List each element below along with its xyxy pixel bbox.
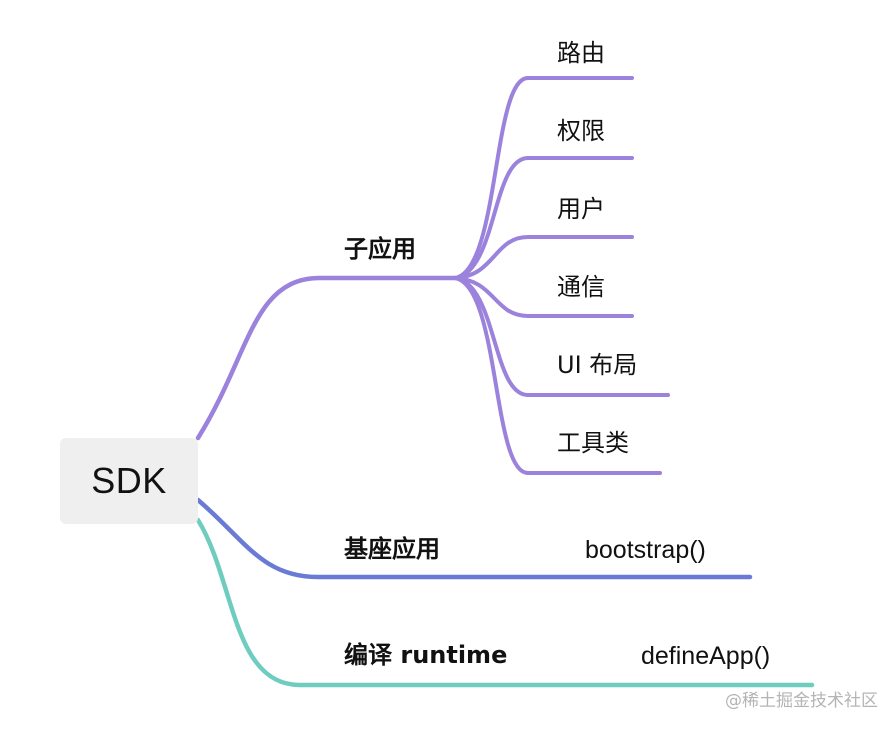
leaf-label-routing: 路由 [557, 39, 605, 67]
leaf-label-user: 用户 [557, 195, 605, 223]
branch-label-base-app: 基座应用 [344, 535, 440, 563]
branch-label-sub-app: 子应用 [344, 235, 416, 263]
connector-root-to-base-app [195, 497, 753, 580]
leaf-label-communication: 通信 [557, 273, 605, 301]
branch-label-compile-runtime: 编译 runtime [344, 641, 508, 669]
connector-root-to-sub-app [195, 275, 458, 441]
connector-sub-app-to-routing [453, 76, 634, 280]
root-node: SDK [60, 438, 198, 524]
leaf-label-ui-layout: UI 布局 [557, 351, 638, 379]
connector-sub-app-to-permission [453, 156, 634, 280]
connector-sub-app-to-user [453, 235, 634, 280]
connector-root-to-compile-runtime [195, 517, 815, 688]
function-label-bootstrap: bootstrap() [585, 536, 706, 564]
leaf-label-utils: 工具类 [557, 429, 629, 457]
function-label-define-app: defineApp() [641, 642, 771, 670]
leaf-label-permission: 权限 [557, 117, 605, 145]
connector-sub-app-to-utils [453, 276, 662, 475]
root-node-label: SDK [91, 460, 167, 501]
connector-sub-app-to-communication [453, 276, 634, 318]
watermark: @稀土掘金技术社区 [725, 691, 878, 711]
